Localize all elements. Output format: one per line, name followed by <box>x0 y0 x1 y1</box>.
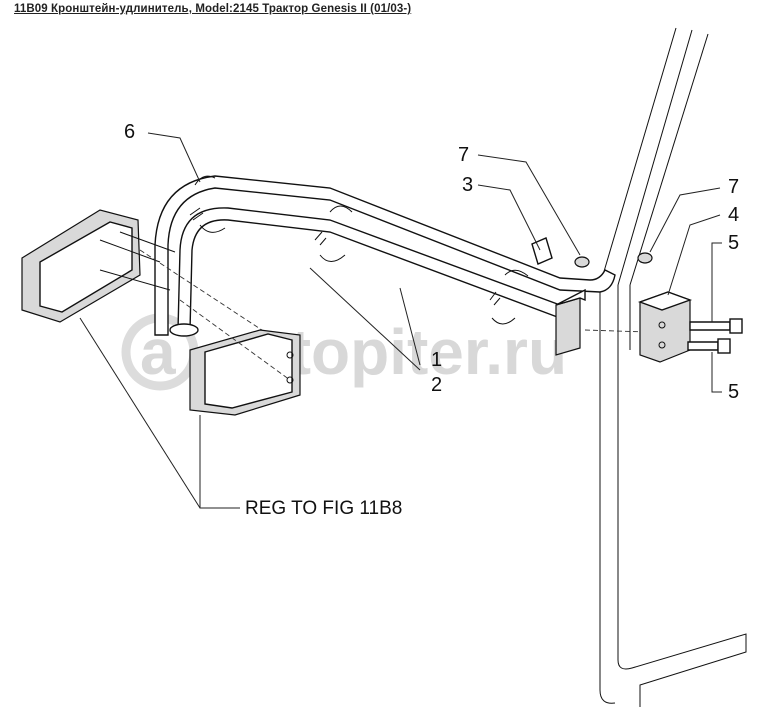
callout-1: 1 <box>431 349 442 371</box>
callout-5-bottom: 5 <box>728 381 739 403</box>
tube-clips <box>189 175 529 325</box>
bracket-block <box>555 288 649 356</box>
mirror-upper <box>21 209 301 356</box>
clamp-block-part4 <box>637 291 693 363</box>
cap-part7-left <box>574 256 590 268</box>
callout-7-right: 7 <box>728 176 739 198</box>
mirror-lower <box>179 299 301 416</box>
screws-part5 <box>687 318 743 354</box>
cab-pillar <box>599 27 747 707</box>
callout-4: 4 <box>728 204 739 226</box>
extension-tube <box>154 175 616 337</box>
reference-note: REG TO FIG 11B8 <box>245 498 402 519</box>
callout-2: 2 <box>431 374 442 396</box>
callout-7-left: 7 <box>458 144 469 166</box>
callout-3: 3 <box>462 174 473 196</box>
plug-part3 <box>531 237 553 265</box>
leader-lines <box>79 132 722 509</box>
cap-part7-right <box>637 252 653 264</box>
callout-6: 6 <box>124 121 135 143</box>
page-title: 11B09 Кронштейн-удлинитель, Model:2145 Т… <box>14 3 412 15</box>
callout-5-top: 5 <box>728 232 739 254</box>
